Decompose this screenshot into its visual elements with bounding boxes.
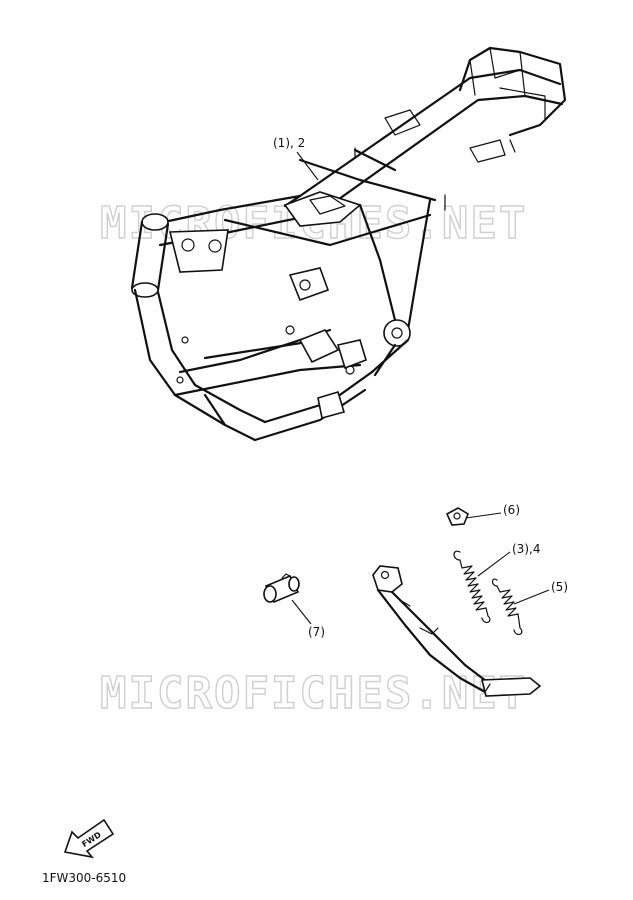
callout-frame: (1), 2 — [273, 136, 305, 150]
callout-spring-long: (3),4 — [512, 542, 540, 556]
spring-short[interactable] — [491, 578, 523, 636]
sidestand[interactable] — [372, 565, 542, 697]
rubber-pad[interactable] — [445, 507, 469, 526]
diagram-code: 1FW300-6510 — [42, 871, 126, 885]
callout-spring-short: (5) — [551, 580, 568, 594]
spring-long[interactable] — [453, 550, 491, 624]
callout-pad: (6) — [503, 503, 520, 517]
bushing[interactable] — [263, 573, 300, 604]
callout-bushing: (7) — [308, 625, 325, 639]
watermark-bottom: MICROFICHES.NET — [100, 668, 527, 719]
frame-assembly[interactable] — [130, 46, 567, 442]
forward-arrow-icon: FWD — [63, 818, 115, 859]
